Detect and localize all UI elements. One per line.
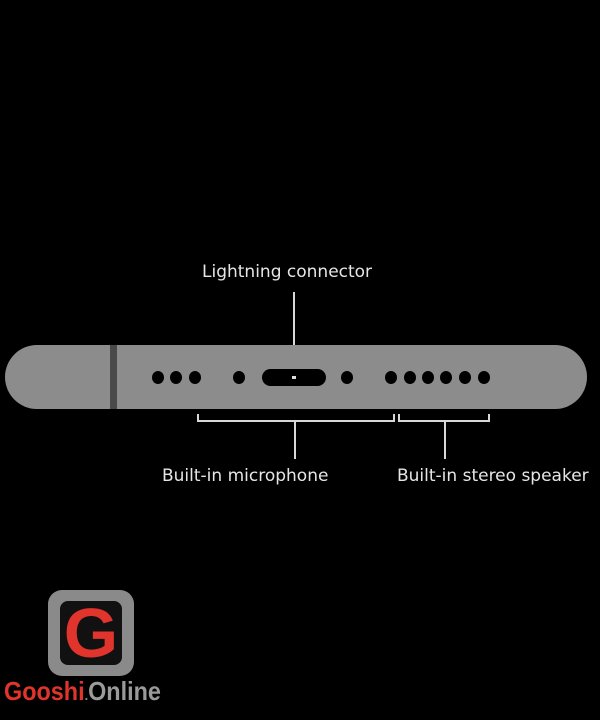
speaker-hole — [422, 371, 434, 384]
lightning-pointer-dot — [292, 376, 296, 379]
microphone-hole — [189, 371, 201, 384]
speaker-bracket — [398, 414, 490, 422]
speaker-hole — [459, 371, 471, 384]
watermark-brand: Gooshi.Online — [4, 676, 161, 707]
microphone-label: Built-in microphone — [162, 466, 329, 486]
speaker-hole — [478, 371, 490, 384]
brand-gray: Online — [88, 676, 161, 706]
logo-letter: G — [63, 594, 119, 672]
speaker-hole — [385, 371, 397, 384]
screw-hole — [233, 371, 245, 384]
speaker-hole — [404, 371, 416, 384]
microphone-bracket — [197, 414, 395, 422]
speaker-hole — [440, 371, 452, 384]
logo-inner — [60, 601, 122, 665]
brand-red: Gooshi — [4, 676, 85, 706]
antenna-band — [110, 345, 117, 409]
microphone-hole — [170, 371, 182, 384]
speaker-leader-line — [444, 422, 446, 459]
speaker-label: Built-in stereo speaker — [397, 466, 589, 486]
screw-hole — [341, 371, 353, 384]
microphone-hole — [152, 371, 164, 384]
microphone-leader-line — [294, 422, 296, 459]
lightning-connector-label: Lightning connector — [202, 262, 373, 282]
brand-dot: . — [84, 687, 89, 703]
lightning-leader-line — [293, 292, 295, 378]
